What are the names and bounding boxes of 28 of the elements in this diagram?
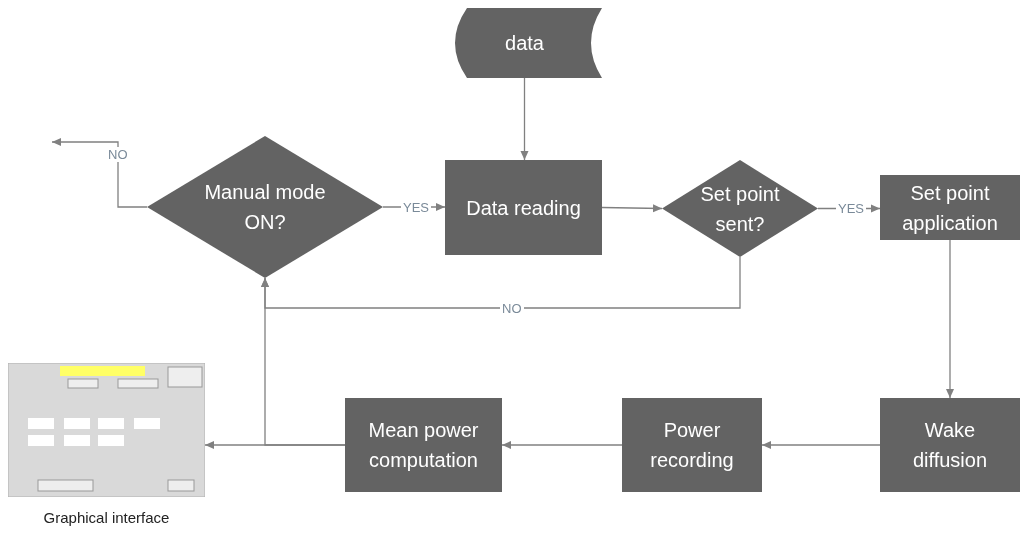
edge-label: NO xyxy=(500,301,524,316)
node-text: Wake diffusion xyxy=(911,418,989,473)
arrow xyxy=(946,239,954,399)
process-box xyxy=(880,398,1020,492)
process-box xyxy=(880,175,1020,240)
process-box xyxy=(345,398,502,492)
node-text: Mean power computation xyxy=(367,418,480,473)
node-text: Manual mode ON? xyxy=(203,180,327,235)
node-text: Set point sent? xyxy=(699,181,781,237)
node-text: Power recording xyxy=(649,418,735,473)
decision-diamond xyxy=(662,160,818,257)
process-box xyxy=(622,398,762,492)
arrow xyxy=(501,441,623,449)
decision-diamond xyxy=(147,136,383,278)
edge-label: NO xyxy=(106,147,130,162)
arrow xyxy=(520,77,529,161)
node-caption: Graphical interface xyxy=(43,509,170,526)
arrow xyxy=(261,277,346,446)
node-text: Data reading xyxy=(466,195,581,221)
node-text: Set point application xyxy=(901,180,999,236)
process-box xyxy=(445,160,602,255)
picture xyxy=(8,363,205,497)
edge-label: YES xyxy=(836,201,866,216)
edge-label: YES xyxy=(401,200,431,215)
arrow xyxy=(51,138,148,208)
arrow xyxy=(601,204,663,213)
arrow xyxy=(761,441,881,449)
node-text: data xyxy=(505,31,544,56)
